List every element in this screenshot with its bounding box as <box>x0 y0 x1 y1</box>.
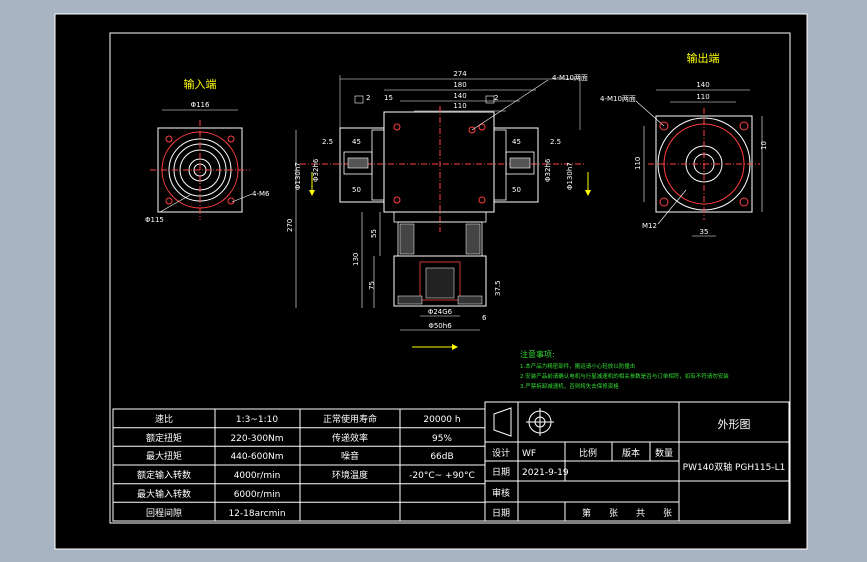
spec-value-2: 220-300Nm <box>230 434 283 444</box>
dim-l140: 140 <box>453 92 466 100</box>
dim-m10-top: 4-M10两面 <box>552 74 588 82</box>
spec-label2-2: 传递效率 <box>332 432 368 444</box>
dim-o110v: 110 <box>634 157 642 170</box>
dim-l55: 55 <box>370 229 378 238</box>
dim-n6: 6 <box>482 314 487 322</box>
spec-table-text: 速比 1:3~1:10 正常使用寿命 20000 h 额定扭矩 220-300N… <box>137 413 475 519</box>
dim-o10: 10 <box>760 141 768 150</box>
spec-value2-4: -20°C~ +90°C <box>409 471 475 481</box>
output-end-title: 输出端 <box>687 51 720 65</box>
dim-m6: 4-M6 <box>252 190 270 198</box>
dim-d130b: Φ130h7 <box>566 162 574 190</box>
date-label: 日期 <box>492 467 510 478</box>
dim-o35: 35 <box>700 228 709 236</box>
projection-symbol <box>493 407 554 437</box>
spec-value-5: 6000r/min <box>234 490 281 500</box>
output-end-view: 输出端 140 110 4-M10两面 10 110 M12 35 <box>600 51 768 237</box>
dim-d50b: 50 <box>512 186 521 194</box>
dim-l274: 274 <box>453 70 467 78</box>
spec-label-1: 速比 <box>155 413 173 425</box>
design-label: 设计 <box>492 447 510 459</box>
input-end-title: 输入端 <box>184 77 217 91</box>
title-block <box>484 401 790 522</box>
dim-d2-5a: 2.5 <box>322 138 333 146</box>
dim-l180: 180 <box>453 81 466 89</box>
spec-value2-3: 66dB <box>430 452 453 462</box>
notes-title: 注意事项: <box>520 349 555 359</box>
dim-d32a: Φ32h6 <box>312 158 320 182</box>
sheet-inner-border <box>109 32 791 524</box>
spec-table <box>112 408 486 522</box>
dim-d116: Φ116 <box>191 101 210 109</box>
notes-line-1: 1.本产品为精密部件，搬运请小心轻放以防撞击 <box>520 362 636 370</box>
spec-value2-2: 95% <box>432 434 452 444</box>
dim-d130a: Φ130h7 <box>294 162 302 190</box>
dim-m10-right: 4-M10两面 <box>600 95 636 103</box>
date-label-2: 日期 <box>492 508 510 519</box>
notes-line-2: 2.安装产品前请确认电机与行星减速机的相关参数是否与订单相符，如有不符请勿安装 <box>520 372 729 380</box>
scale-label: 比例 <box>579 447 597 459</box>
review-label: 审核 <box>492 487 510 499</box>
spec-value2-1: 20000 h <box>423 415 460 425</box>
spec-value-1: 1:3~1:10 <box>236 415 279 425</box>
version-label: 版本 <box>622 447 640 459</box>
notes-line-3: 3.严禁拆卸减速机，否则将失去保修资格 <box>520 382 619 390</box>
dim-l110: 110 <box>453 102 466 110</box>
dim-d45b: 45 <box>512 138 521 146</box>
spec-label-2: 额定扭矩 <box>146 432 182 444</box>
dim-l75: 75 <box>368 281 376 290</box>
spec-label2-4: 环境温度 <box>332 469 368 481</box>
dim-o140: 140 <box>696 81 709 89</box>
spec-value-4: 4000r/min <box>234 471 281 481</box>
title-block-text: 外形图 PW140双轴 PGH115-L1 设计 WF 比例 版本 数量 日期 … <box>492 418 785 519</box>
dim-n2b: 2 <box>494 94 498 102</box>
dim-n2a: 2 <box>366 94 370 102</box>
dim-n15: 15 <box>384 94 393 102</box>
dim-d2-5b: 2.5 <box>550 138 561 146</box>
spec-value-3: 440-600Nm <box>230 452 283 462</box>
spec-label-6: 回程间隙 <box>146 507 182 519</box>
dim-m12: M12 <box>642 222 657 230</box>
dim-l130: 130 <box>352 253 360 266</box>
dim-d115: Φ115 <box>145 216 164 224</box>
dim-d50a: 50 <box>352 186 361 194</box>
spec-label2-1: 正常使用寿命 <box>323 413 377 425</box>
designer-name: WF <box>522 449 536 459</box>
input-end-view: 输入端 Φ116 Φ115 4-M6 <box>145 77 270 224</box>
dim-d45a: 45 <box>352 138 361 146</box>
notes-block: 注意事项: 1.本产品为精密部件，搬运请小心轻放以防撞击 2.安装产品前请确认电… <box>520 349 729 390</box>
dim-o110: 110 <box>696 93 709 101</box>
spec-label-5: 最大输入转数 <box>137 488 191 500</box>
spec-label-3: 最大扭矩 <box>146 450 182 462</box>
spec-value-6: 12-18arcmin <box>228 509 285 519</box>
drawing-title: 外形图 <box>718 418 751 431</box>
spec-label2-3: 噪音 <box>341 450 359 462</box>
main-front-view: 274 180 140 110 2 15 2 4-M10两面 2. <box>286 70 591 350</box>
dim-l37-5: 37.5 <box>494 280 502 296</box>
qty-label: 数量 <box>655 447 673 459</box>
spec-label-4: 额定输入转数 <box>137 469 191 481</box>
dim-d32b: Φ32h6 <box>544 158 552 182</box>
dim-l270: 270 <box>286 219 294 232</box>
dim-d24: Φ24G6 <box>428 308 453 316</box>
date-value: 2021-9-19 <box>522 468 569 478</box>
dim-d50: Φ50h6 <box>428 322 452 330</box>
model-name: PW140双轴 PGH115-L1 <box>683 461 786 473</box>
sheet-count: 第 张 共 张 <box>582 507 672 519</box>
